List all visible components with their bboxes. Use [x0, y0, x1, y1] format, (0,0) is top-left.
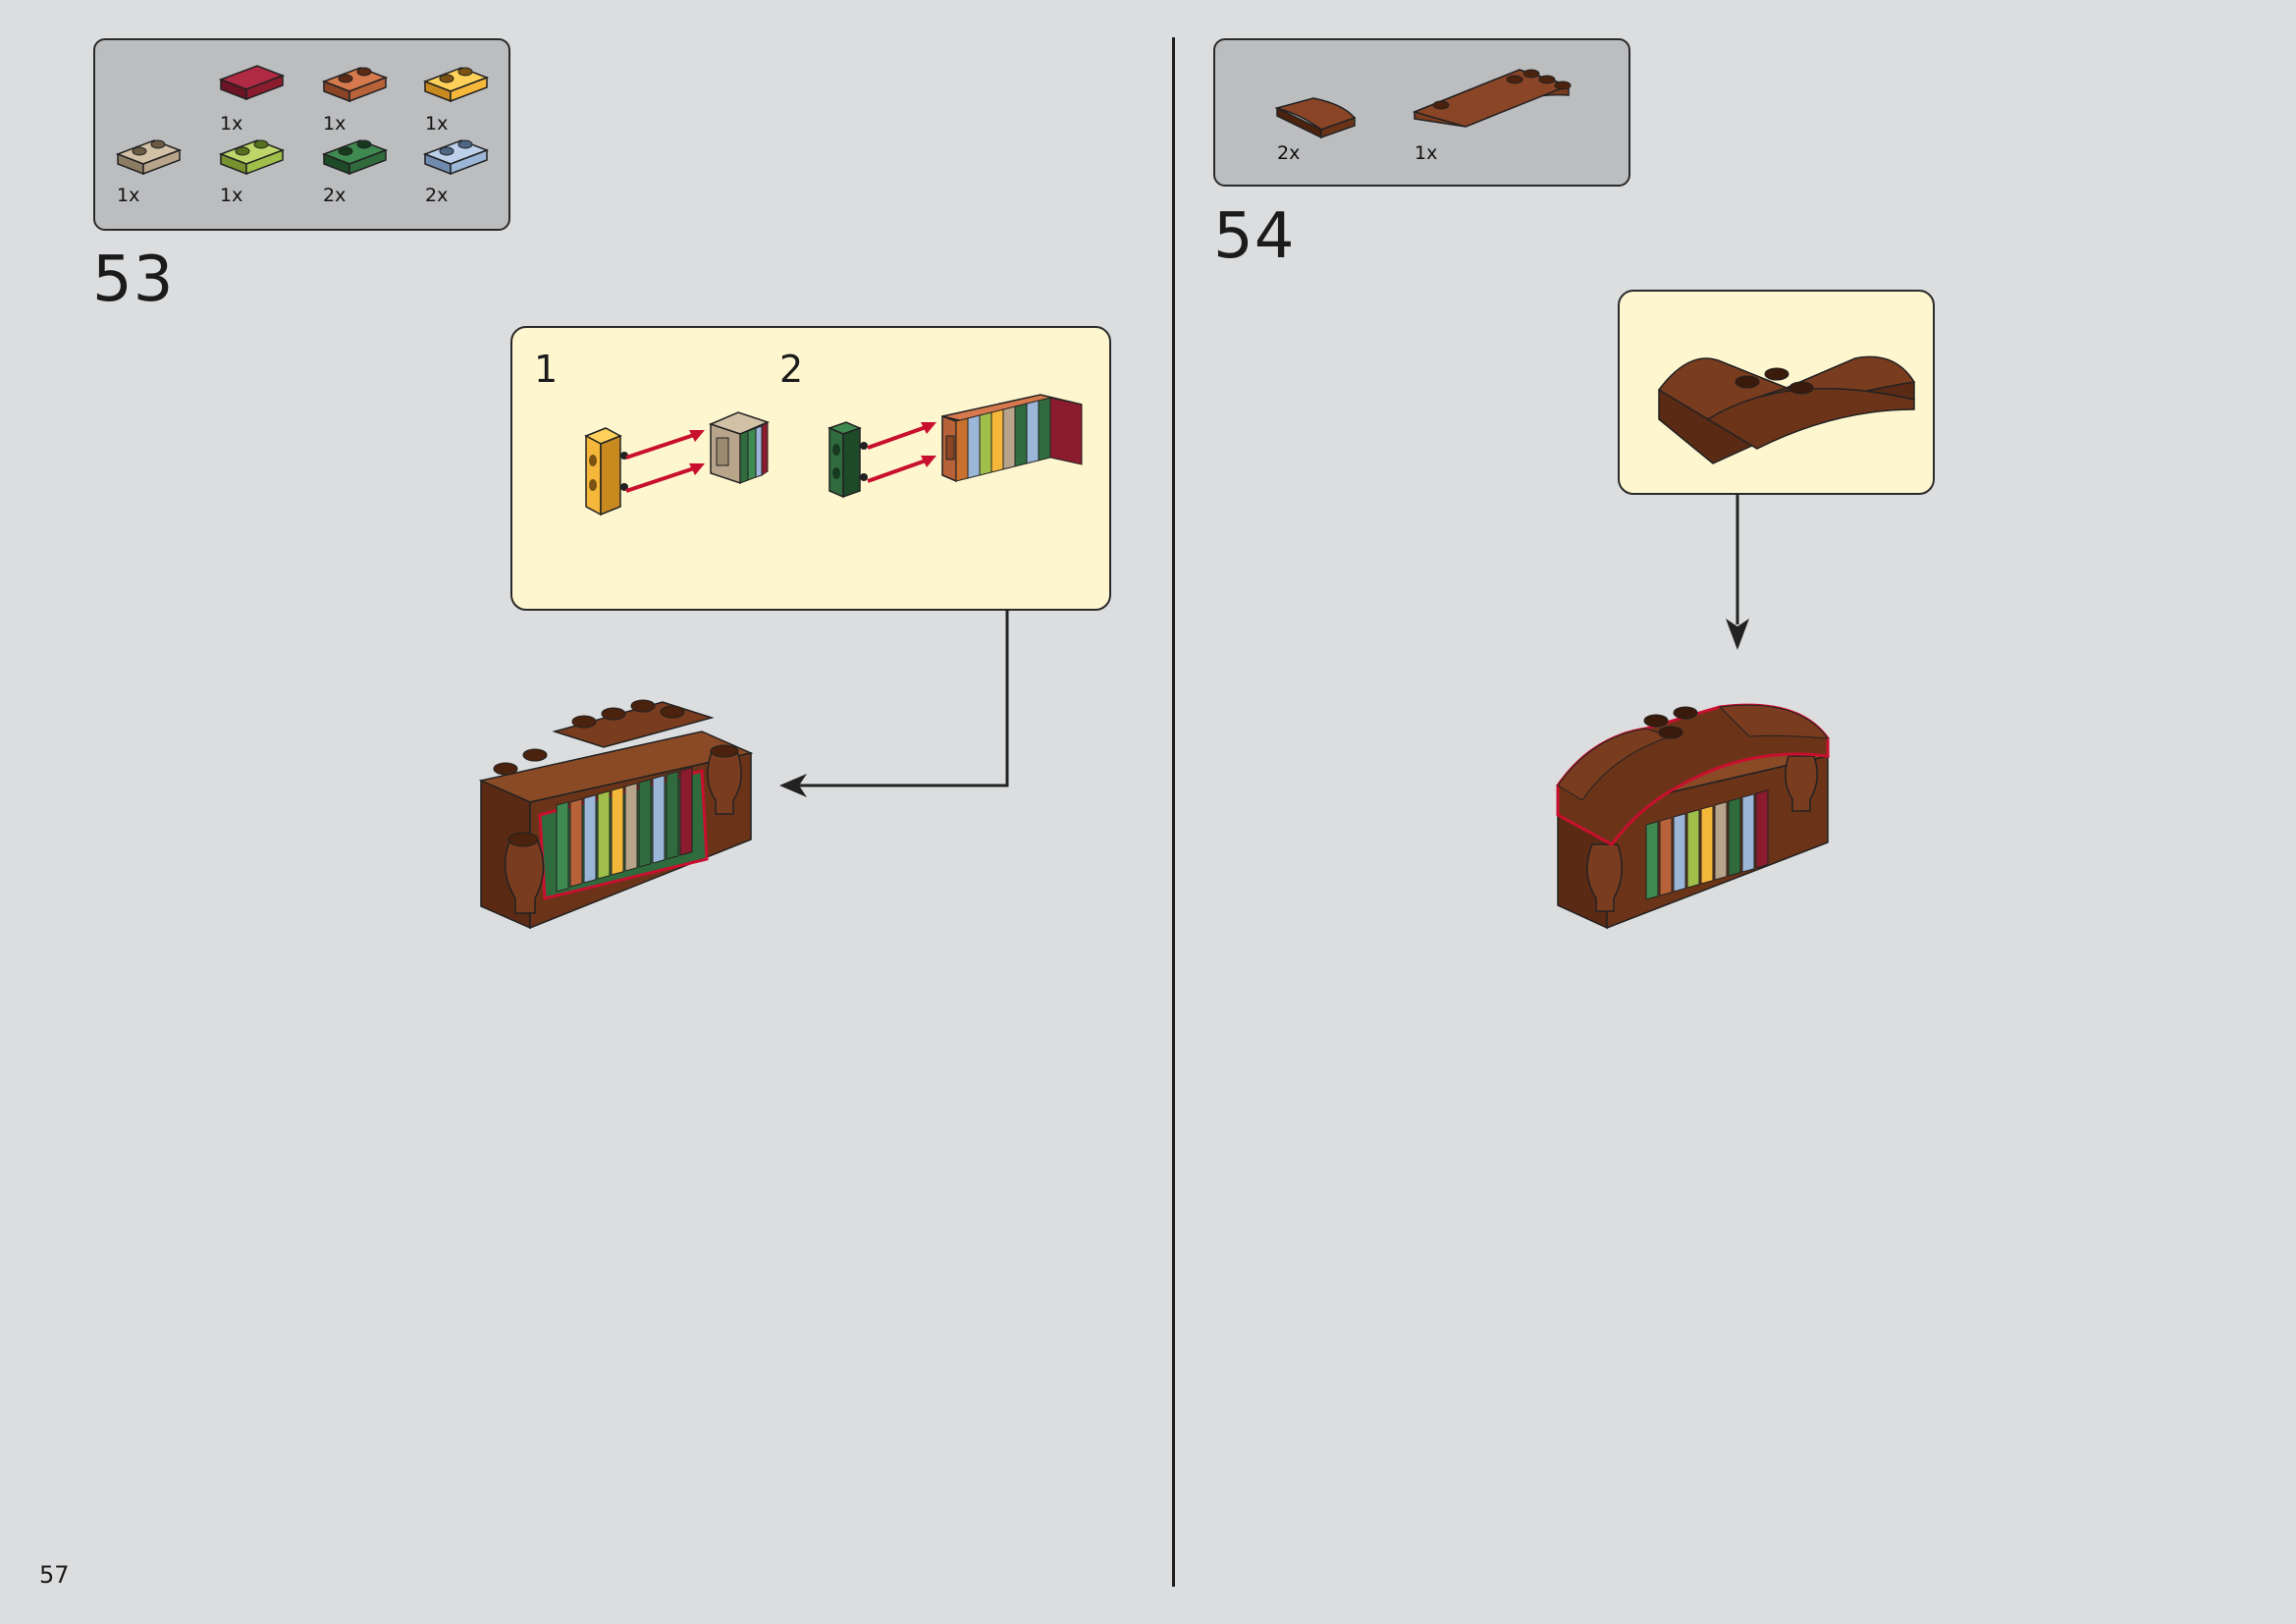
page-divider: [1172, 37, 1175, 1587]
part-bright-orange-plate: [422, 67, 490, 103]
part-tan-plate: [115, 139, 183, 176]
part-arch-plate: [1412, 69, 1572, 128]
page-number: 57: [39, 1561, 70, 1589]
step-number-53: 53: [92, 244, 175, 316]
model-bookshelf-step-54: [1555, 703, 1831, 930]
callout-pointer-arrow-53: [779, 609, 1009, 797]
model-bookshelf-step-53: [478, 699, 754, 930]
qty-orange-brown-plate: 1x: [323, 113, 347, 135]
qty-arch-plate: 1x: [1415, 142, 1438, 164]
part-dark-green-plate: [321, 139, 389, 176]
part-curved-slope: [1274, 97, 1357, 139]
qty-olive-plate: 1x: [220, 185, 243, 206]
qty-dark-red-tile: 1x: [220, 113, 243, 135]
parts-list-step-53: 1x 1x 1x 1x 1x 2x: [93, 38, 510, 231]
part-olive-plate: [218, 139, 286, 176]
part-sand-blue-plate: [422, 139, 490, 176]
substep-1-illustration: [584, 411, 771, 516]
substep-number-1: 1: [534, 348, 559, 391]
qty-sand-blue-plate: 2x: [425, 185, 449, 206]
sub-assembly-callout-54: [1618, 290, 1935, 495]
qty-bright-orange-plate: 1x: [425, 113, 449, 135]
callout-pointer-arrow-54: [1726, 495, 1749, 650]
sub-assembly-callout-53: 1 2: [510, 326, 1111, 611]
substep-number-2: 2: [779, 348, 804, 391]
sub-assembly-roof-illustration: [1657, 355, 1916, 464]
part-dark-red-tile: [218, 65, 286, 101]
step-number-54: 54: [1213, 200, 1296, 273]
parts-list-step-54: 2x 1x: [1213, 38, 1630, 187]
part-orange-brown-plate: [321, 67, 389, 103]
qty-tan-plate: 1x: [117, 185, 140, 206]
qty-curved-slope: 2x: [1277, 142, 1301, 164]
substep-2-illustration: [827, 394, 1083, 499]
qty-dark-green-plate: 2x: [323, 185, 347, 206]
